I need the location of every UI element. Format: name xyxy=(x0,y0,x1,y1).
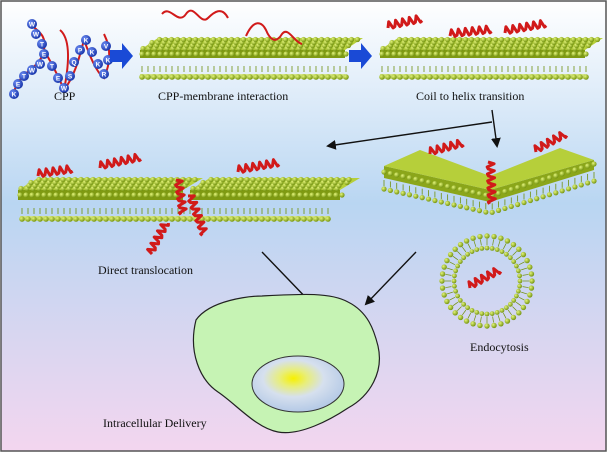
cpp-residue-letter: W xyxy=(61,86,68,93)
helix-direct-crossing-2 xyxy=(187,194,208,237)
cpp-residue-letter: E xyxy=(16,82,21,89)
arrow-step-1 xyxy=(110,43,133,69)
cpp-residue xyxy=(81,35,91,45)
cpp-residue xyxy=(47,61,57,71)
helix-endo-2 xyxy=(533,131,569,153)
membrane-direct-left xyxy=(17,176,203,200)
arrow-endo-to-cell xyxy=(364,251,417,306)
cpp-residue xyxy=(65,71,75,81)
cpp-residue-letter: T xyxy=(22,74,26,81)
cpp-residue-letter: K xyxy=(12,92,17,99)
helix-direct-below xyxy=(146,223,170,256)
label-coil-helix: Coil to helix transition xyxy=(416,89,525,103)
membrane-helix-bottom xyxy=(379,66,589,80)
membrane-interaction-bottom xyxy=(139,66,349,80)
helix-endo-entering xyxy=(485,160,497,205)
cpp-residue-letter: Q xyxy=(71,60,76,67)
cpp-residue-letter: S xyxy=(68,74,73,81)
membrane-helix-top xyxy=(379,36,603,58)
helix-surface-2 xyxy=(448,24,493,38)
cpp-residue-letter: E xyxy=(56,76,61,83)
arrow-to-direct xyxy=(326,121,493,150)
cell-nucleus xyxy=(251,355,345,413)
cpp-residue-letter: T xyxy=(50,64,54,71)
cpp-residue xyxy=(39,49,49,59)
cpp-residue-letter: K xyxy=(90,50,95,57)
membrane-direct-right xyxy=(189,176,360,200)
label-endocytosis: Endocytosis xyxy=(470,340,529,354)
helix-endo-1 xyxy=(428,138,465,156)
helix-direct-2 xyxy=(98,152,143,170)
arrow-to-endocytosis xyxy=(491,109,501,148)
cpp-residue-letter: R xyxy=(102,72,107,79)
cpp-residue-letter: E xyxy=(42,52,47,59)
cpp-residue xyxy=(13,79,23,89)
cpp-residue-letter: W xyxy=(33,32,40,39)
cpp-residue xyxy=(27,65,37,75)
helix-direct-3 xyxy=(236,158,281,174)
cpp-residue-letter: V xyxy=(104,44,109,51)
cpp-residue-letter: K xyxy=(106,58,111,65)
cpp-residue-letter: W xyxy=(29,68,36,75)
cpp-residue-letter: K xyxy=(84,38,89,45)
cpp-residue xyxy=(75,45,85,55)
membrane-interaction-top xyxy=(139,36,363,58)
cpp-residue xyxy=(37,39,47,49)
cpp-coil-on-membrane-1 xyxy=(161,9,229,21)
helix-vesicle xyxy=(467,267,503,289)
helix-surface-1 xyxy=(386,14,424,30)
cpp-residue xyxy=(93,59,103,69)
membrane-direct-bottom xyxy=(19,208,331,222)
cpp-residue xyxy=(69,57,79,67)
label-cpp: CPP xyxy=(54,89,76,103)
cpp-residue-letter: W xyxy=(29,22,36,29)
cpp-residue-letter: P xyxy=(78,48,83,55)
cpp-residue xyxy=(53,73,63,83)
helix-direct-crossing-1 xyxy=(174,178,188,216)
cpp-residue xyxy=(99,69,109,79)
helix-direct-1 xyxy=(36,164,74,178)
helix-surface-3 xyxy=(503,19,548,35)
endocytic-vesicle xyxy=(439,233,535,329)
cpp-residue xyxy=(27,19,37,29)
cpp-residue xyxy=(31,29,41,39)
label-intracellular-delivery: Intracellular Delivery xyxy=(103,416,207,430)
cpp-residue xyxy=(101,41,111,51)
cpp-residue xyxy=(87,47,97,57)
arrow-step-2 xyxy=(349,43,372,69)
cpp-residue xyxy=(35,59,45,69)
cpp-residue-letter: T xyxy=(40,42,44,49)
label-direct-translocation: Direct translocation xyxy=(98,263,193,277)
cpp-residue-letter: K xyxy=(96,62,101,69)
cpp-residue xyxy=(9,89,19,99)
cpp-residue-letter: W xyxy=(37,62,44,69)
cpp-residue xyxy=(19,71,29,81)
cpp-residue xyxy=(59,83,69,93)
cpp-coil-on-membrane-2 xyxy=(245,22,303,45)
label-membrane-interaction: CPP-membrane interaction xyxy=(158,89,289,103)
